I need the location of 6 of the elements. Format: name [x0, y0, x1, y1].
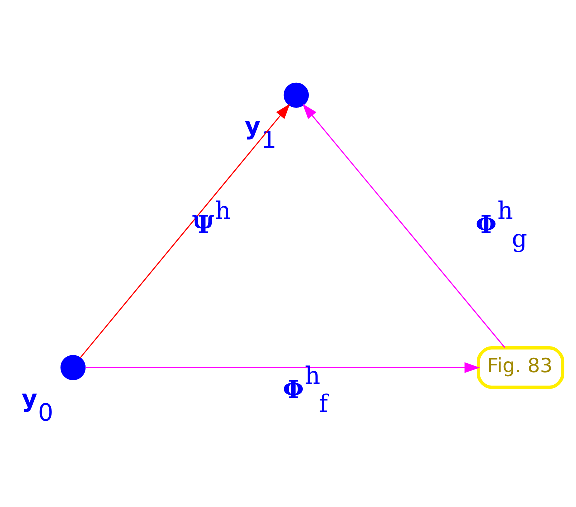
- node-circle: [284, 82, 310, 108]
- arrow: [86, 362, 480, 374]
- arrow: [80, 104, 290, 358]
- arrow: [302, 104, 506, 348]
- node-box: Fig. 83: [477, 346, 565, 390]
- node-circle: [60, 355, 86, 380]
